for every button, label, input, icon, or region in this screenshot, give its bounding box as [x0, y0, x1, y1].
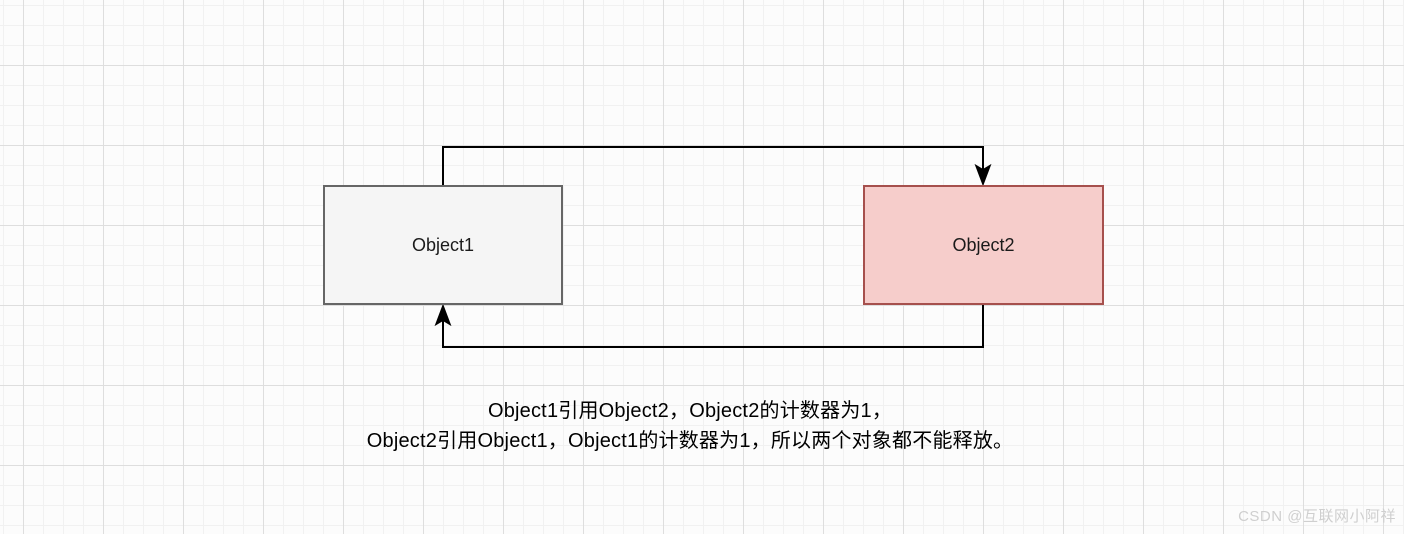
caption: Object1引用Object2，Object2的计数器为1， Object2引… [0, 396, 1380, 456]
node-object2: Object2 [863, 185, 1104, 305]
node-object2-label: Object2 [952, 234, 1015, 255]
connector-object2-to-object1 [434, 303, 984, 348]
arrowhead-up-icon [434, 303, 452, 327]
connector-object1-to-object2 [442, 146, 992, 187]
node-object1-label: Object1 [411, 234, 475, 255]
arrowhead-down-icon [974, 163, 992, 187]
caption-line-2: Object2引用Object1，Object1的计数器为1，所以两个对象都不能… [366, 430, 1014, 452]
node-object1: Object1 [323, 185, 563, 305]
watermark: CSDN @互联网小阿祥 [1238, 508, 1396, 525]
caption-line-1: Object1引用Object2，Object2的计数器为1， [487, 400, 893, 422]
